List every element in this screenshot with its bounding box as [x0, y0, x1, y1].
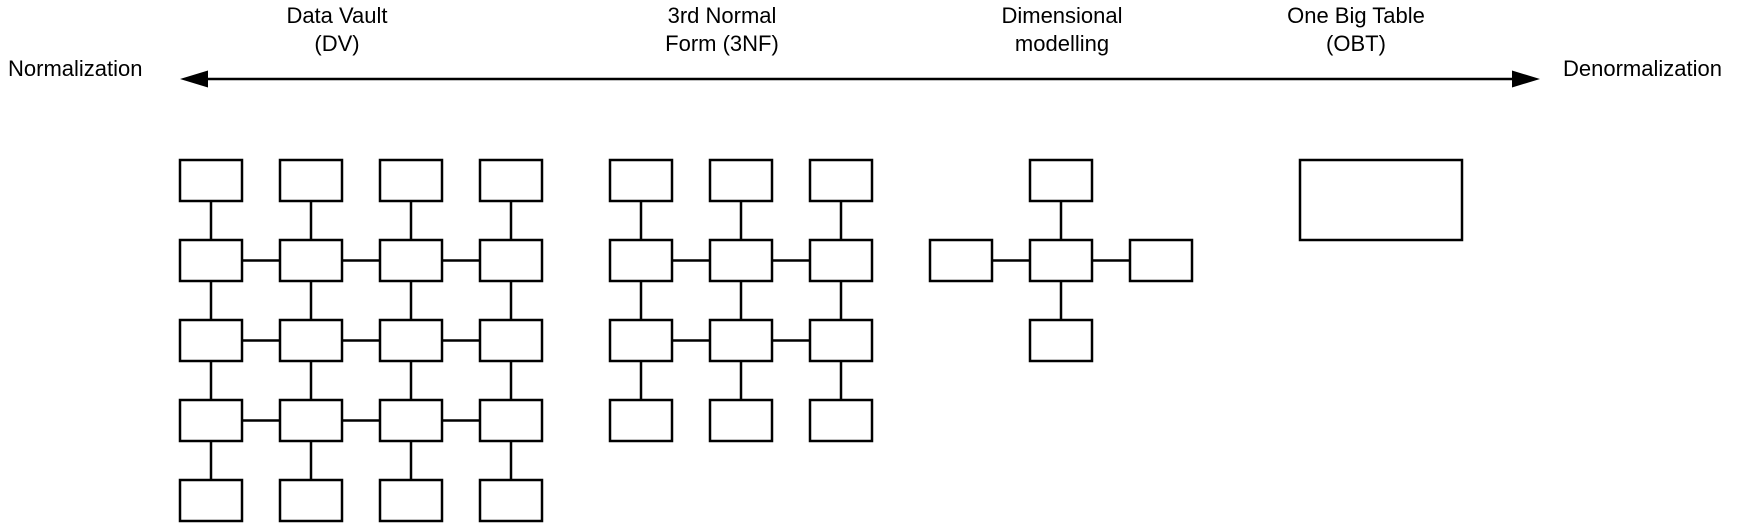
arrowhead-left-icon	[180, 70, 208, 88]
method-label-line: 3rd Normal	[667, 3, 777, 28]
entity-box	[608, 158, 674, 203]
method-label-line: (DV)	[314, 31, 360, 56]
entity-box	[608, 318, 674, 363]
method-label-one-big-table: One Big Table (OBT)	[1236, 2, 1476, 58]
entity-box	[708, 158, 774, 203]
method-label-line: (OBT)	[1326, 31, 1386, 56]
entity-box	[478, 158, 544, 203]
entity-box	[478, 478, 544, 523]
method-label-dimensional-modelling: Dimensional modelling	[942, 2, 1182, 58]
entity-box	[478, 238, 544, 283]
entity-box	[808, 158, 874, 203]
entity-box	[278, 238, 344, 283]
entity-box	[708, 238, 774, 283]
dimension-table-box	[1028, 158, 1094, 203]
entity-box	[708, 398, 774, 443]
entity-box	[278, 158, 344, 203]
method-label-line: Data Vault	[286, 3, 388, 28]
dimension-table-box	[1028, 318, 1094, 363]
arrowhead-right-icon	[1512, 70, 1540, 88]
entity-box	[378, 318, 444, 363]
entity-box	[378, 158, 444, 203]
dimension-table-box	[1128, 238, 1194, 283]
one-big-table-box	[1298, 158, 1464, 242]
method-label-line: One Big Table	[1287, 3, 1425, 28]
entity-box	[808, 398, 874, 443]
entity-box	[608, 238, 674, 283]
axis-label-normalization: Normalization	[8, 56, 143, 81]
entity-box	[478, 398, 544, 443]
entity-box	[478, 318, 544, 363]
method-label-line: modelling	[1014, 31, 1110, 56]
entity-box	[178, 318, 244, 363]
entity-box	[378, 238, 444, 283]
entity-box	[708, 318, 774, 363]
entity-box	[178, 398, 244, 443]
entity-box	[178, 158, 244, 203]
dimension-table-box	[928, 238, 994, 283]
entity-box	[608, 398, 674, 443]
entity-box	[278, 398, 344, 443]
method-label-3nf: 3rd Normal Form (3NF)	[602, 2, 842, 58]
entity-box	[178, 478, 244, 523]
axis-label-denormalization: Denormalization	[1563, 56, 1722, 81]
entity-box	[808, 238, 874, 283]
method-label-line: Dimensional	[1001, 3, 1123, 28]
entity-box	[178, 238, 244, 283]
entity-box	[378, 478, 444, 523]
entity-box	[378, 398, 444, 443]
entity-box	[808, 318, 874, 363]
method-label-data-vault: Data Vault (DV)	[217, 2, 457, 58]
entity-box	[278, 478, 344, 523]
fact-table-box	[1028, 238, 1094, 283]
method-label-line: Form (3NF)	[665, 31, 779, 56]
entity-box	[278, 318, 344, 363]
